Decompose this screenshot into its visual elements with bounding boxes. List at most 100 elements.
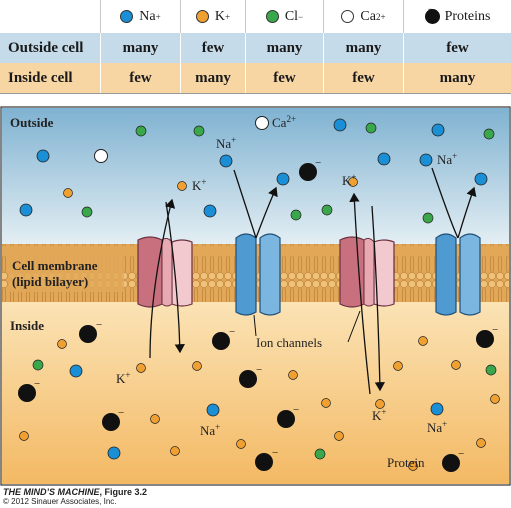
protein — [299, 163, 317, 181]
k-efflux-arrow-left — [149, 198, 176, 359]
svg-text:−: − — [492, 324, 498, 336]
k-ion-icon — [195, 10, 209, 23]
na-ion — [474, 172, 488, 186]
na-arrow-left-in — [233, 169, 257, 239]
svg-text:−: − — [96, 319, 102, 331]
na-ion — [377, 152, 391, 166]
ca-ion — [255, 116, 269, 130]
na-ion — [206, 403, 220, 417]
protein-charges: − − − − − − − − − — [34, 319, 498, 460]
svg-text:−: − — [229, 326, 235, 338]
caption-title-line: THE MIND’S MACHINE, Figure 3.2 — [3, 487, 147, 497]
k-efflux-arrow-right — [349, 192, 371, 395]
outside-protein-value: few — [404, 33, 511, 63]
k-ion — [57, 339, 67, 349]
ca-ion-icon — [341, 10, 355, 23]
k-ion — [418, 336, 428, 346]
ion-channels-label: Ion channels — [256, 335, 322, 350]
inside-ca-value: few — [324, 63, 404, 93]
svg-text:−: − — [118, 407, 124, 419]
legend-cl: Cl− — [246, 0, 324, 33]
k-ion — [348, 177, 358, 187]
ca-ion — [94, 149, 108, 163]
figure-frame — [0, 106, 511, 486]
cl-ion — [32, 359, 44, 371]
k-ion — [288, 370, 298, 380]
protein — [212, 332, 230, 350]
cl-ion — [422, 212, 434, 224]
cl-ion — [314, 448, 326, 460]
svg-text:−: − — [458, 448, 464, 460]
cl-ion — [485, 364, 497, 376]
membrane-diagram: Cell membrane (lipid bilayer) Outside In… — [0, 106, 511, 486]
legend-k-label: K — [214, 8, 226, 24]
na-ion — [276, 172, 290, 186]
cl-ion — [135, 125, 147, 137]
na-ion — [36, 149, 50, 163]
k-ion — [408, 461, 418, 471]
ion-channels-pointer-left — [253, 314, 257, 337]
k-ion — [170, 446, 180, 456]
protein-label: Protein — [387, 455, 425, 470]
membrane-label-line2: (lipid bilayer) — [12, 274, 88, 289]
outside-ions: Ca2+ − — [19, 114, 495, 224]
na-ion — [107, 446, 121, 460]
na-arrow-right-in — [431, 167, 459, 239]
na-ion — [19, 203, 33, 217]
na-ion — [219, 154, 233, 168]
na-label-left-outside: Na+ — [216, 135, 236, 151]
k-label-left-outside: K+ — [192, 177, 206, 193]
caption-figure: , Figure 3.2 — [99, 487, 148, 497]
protein — [277, 410, 295, 428]
na-label-right-inside: Na+ — [427, 419, 447, 435]
inside-label: Inside — [10, 318, 44, 333]
k-ion — [19, 431, 29, 441]
k-channel-left — [137, 236, 193, 308]
svg-text:−: − — [256, 364, 262, 376]
k-channel-right — [339, 236, 395, 308]
protein — [255, 453, 273, 471]
outside-cl-value: many — [246, 33, 324, 63]
k-influx-arrow-left — [165, 201, 185, 354]
k-ion — [192, 361, 202, 371]
inside-cl-value: few — [246, 63, 324, 93]
na-channel-left — [235, 233, 281, 316]
membrane-label-line1: Cell membrane — [12, 258, 98, 273]
cl-ion — [290, 209, 302, 221]
membrane-label-bg — [8, 256, 124, 292]
k-ion — [136, 363, 146, 373]
protein-charge: − — [315, 157, 321, 169]
na-label-left-inside: Na+ — [200, 422, 220, 438]
na-arrow-left-out — [255, 186, 278, 239]
legend-ca-label: Ca — [360, 8, 376, 24]
k-ion — [150, 414, 160, 424]
ca-ion-label: Ca2+ — [272, 114, 296, 130]
legend-protein: − Proteins — [404, 0, 511, 33]
k-influx-arrow-right — [371, 205, 386, 392]
membrane-diagram-svg: Cell membrane (lipid bilayer) Outside In… — [0, 106, 511, 486]
protein — [239, 370, 257, 388]
na-ion — [419, 153, 433, 167]
cl-ion — [365, 122, 377, 134]
svg-text:−: − — [293, 404, 299, 416]
na-ion — [333, 118, 347, 132]
figure-caption: THE MIND’S MACHINE, Figure 3.2 © 2012 Si… — [3, 487, 147, 507]
na-channel-right — [435, 233, 481, 316]
k-ion — [177, 181, 187, 191]
outside-label: Outside — [10, 115, 54, 130]
k-label-left-inside: K+ — [116, 370, 130, 386]
caption-title: THE MIND’S MACHINE — [3, 487, 100, 497]
na-ion — [203, 204, 217, 218]
cl-ion — [81, 206, 93, 218]
k-ion — [236, 439, 246, 449]
k-ion — [476, 438, 486, 448]
outside-na-value: many — [101, 33, 181, 63]
outside-ca-value: many — [324, 33, 404, 63]
row-inside-label: Inside cell — [0, 63, 101, 93]
k-ion — [393, 361, 403, 371]
inside-ions — [18, 325, 500, 472]
k-ion — [334, 431, 344, 441]
na-ion — [431, 123, 445, 137]
